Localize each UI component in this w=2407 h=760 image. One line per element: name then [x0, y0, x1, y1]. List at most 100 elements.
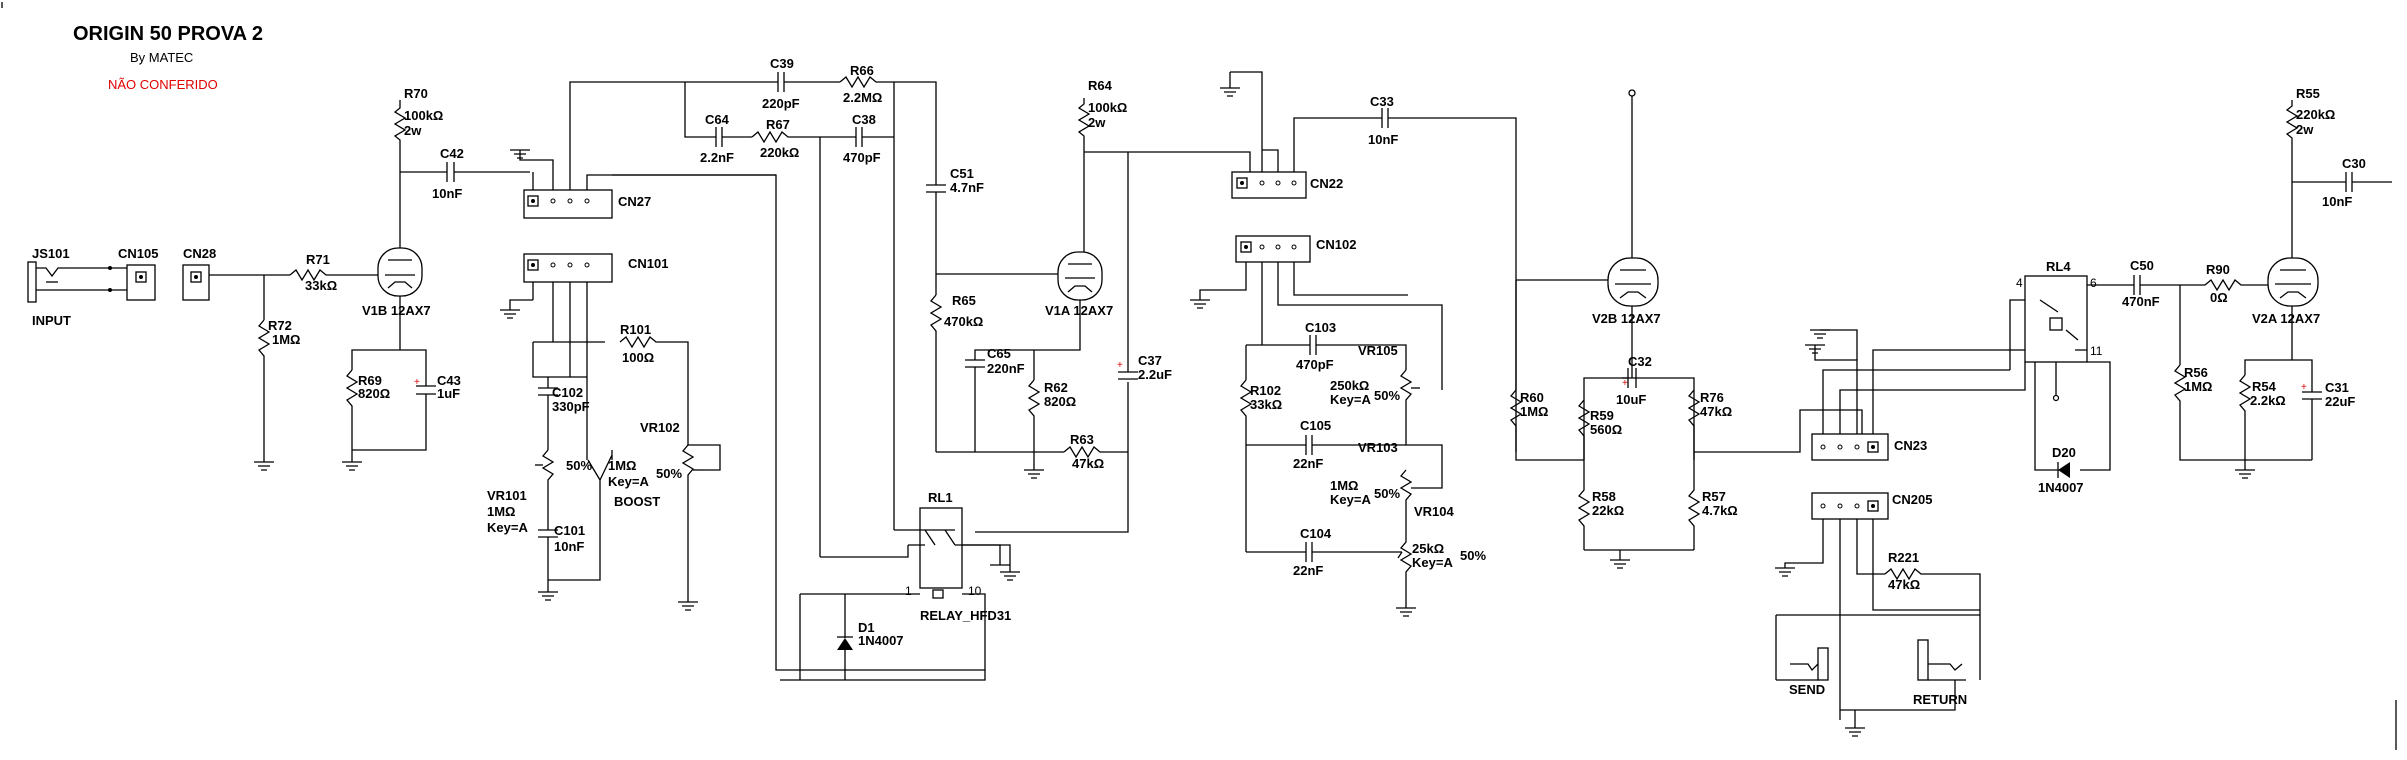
r64-ref: R64 — [1088, 78, 1113, 93]
c39-value: 220pF — [762, 96, 800, 111]
r76-ref: R76 — [1700, 390, 1724, 405]
rl4-ref: RL4 — [2046, 259, 2071, 274]
c43-value: 1uF — [437, 386, 460, 401]
vr103-value: 1MΩ — [1330, 478, 1358, 493]
cn205-label: CN205 — [1892, 492, 1932, 507]
ground-symbol — [678, 590, 698, 611]
connector-cn27 — [523, 189, 613, 219]
connector-cn205 — [1811, 492, 1889, 520]
resistor-r70 — [393, 100, 407, 172]
r66-value: 2.2MΩ — [843, 90, 882, 105]
c51-value: 4.7nF — [950, 180, 984, 195]
capacitor-c51 — [926, 184, 946, 274]
c31-value: 22uF — [2325, 394, 2355, 409]
resistor-r63 — [1063, 445, 1128, 459]
vr104-key: Key=A — [1412, 555, 1453, 570]
capacitor-c103 — [1306, 335, 1407, 370]
vr101-pct: 50% — [566, 458, 592, 473]
tube-v2b — [1607, 257, 1659, 307]
cn105-label: CN105 — [118, 246, 158, 261]
boost-switch — [599, 450, 613, 481]
rl4-pin4: 4 — [2016, 276, 2023, 290]
c105-ref: C105 — [1300, 418, 1331, 433]
svg-text:+: + — [414, 377, 420, 388]
r55-power: 2w — [2296, 122, 2314, 137]
r67-ref: R67 — [766, 117, 790, 132]
ground-symbol — [2235, 469, 2255, 479]
c64-ref: C64 — [705, 112, 730, 127]
capacitor-c101 — [538, 520, 558, 580]
c37-ref: C37 — [1138, 353, 1162, 368]
c104-ref: C104 — [1300, 526, 1332, 541]
r72-ref: R72 — [268, 318, 292, 333]
c101-value: 10nF — [554, 539, 584, 554]
capacitor-c65 — [965, 359, 985, 452]
r90-value: 0Ω — [2210, 290, 2228, 305]
c33-value: 10nF — [1368, 132, 1398, 147]
send-jack — [1776, 647, 1829, 681]
capacitor-c105 — [1302, 435, 1406, 455]
resistor-r54 — [2238, 374, 2252, 460]
vr102-key: Key=A — [608, 474, 649, 489]
d1-value: 1N4007 — [858, 633, 904, 648]
r63-value: 47kΩ — [1072, 456, 1104, 471]
r62-value: 820Ω — [1044, 394, 1076, 409]
vr101-key: Key=A — [487, 520, 528, 535]
c33-ref: C33 — [1370, 94, 1394, 109]
resistor-r62 — [1027, 379, 1041, 465]
r54-ref: R54 — [2252, 379, 2277, 394]
rl1-model: RELAY_HFD31 — [920, 608, 1011, 623]
d20-ref: D20 — [2052, 445, 2076, 460]
c102-value: 330pF — [552, 399, 590, 414]
r56-value: 1MΩ — [2184, 379, 2212, 394]
r57-ref: R57 — [1702, 489, 1726, 504]
r101-ref: R101 — [620, 322, 651, 337]
input-label: INPUT — [32, 313, 71, 328]
c30-ref: C30 — [2342, 156, 2366, 171]
c38-value: 470pF — [843, 150, 881, 165]
capacitor-c43 — [352, 370, 436, 451]
c50-value: 470nF — [2122, 294, 2160, 309]
ground-symbol — [1396, 600, 1416, 617]
c42-ref: C42 — [440, 146, 464, 161]
v1a-label: V1A 12AX7 — [1045, 303, 1113, 318]
vr103-pct: 50% — [1374, 486, 1400, 501]
ground-symbol — [1024, 465, 1044, 479]
resistor-r90 — [2180, 278, 2268, 292]
ground-symbol — [1805, 344, 1825, 354]
resistor-r55 — [2285, 100, 2299, 258]
input-jack-js101 — [27, 261, 112, 303]
cn28-label: CN28 — [183, 246, 216, 261]
d20-value: 1N4007 — [2038, 480, 2084, 495]
resistor-r76 — [1687, 389, 1701, 452]
r63-ref: R63 — [1070, 432, 1094, 447]
return-label: RETURN — [1913, 692, 1967, 707]
diode-d20 — [2057, 462, 2070, 478]
send-label: SEND — [1789, 682, 1825, 697]
ground-symbol — [1610, 559, 1630, 569]
c65-ref: C65 — [987, 346, 1011, 361]
resistor-r67 — [751, 130, 820, 144]
c65-value: 220nF — [987, 361, 1025, 376]
svg-text:+: + — [2301, 382, 2307, 393]
capacitor-c32 — [1622, 368, 1637, 388]
r102-value: 33kΩ — [1250, 397, 1282, 412]
r64-power: 2w — [1088, 115, 1106, 130]
c38-ref: C38 — [852, 112, 876, 127]
cn101-label: CN101 — [628, 256, 668, 271]
vr102-pct: 50% — [656, 466, 682, 481]
resistor-r66 — [839, 75, 894, 89]
capacitor-c50 — [2122, 275, 2180, 295]
rl1-pin1: 1 — [905, 584, 912, 598]
c104-value: 22nF — [1293, 563, 1323, 578]
resistor-r71 — [289, 268, 378, 282]
vr102-value: 1MΩ — [608, 458, 636, 473]
r102-ref: R102 — [1250, 383, 1281, 398]
r70-value: 100kΩ — [404, 108, 443, 123]
resistor-r65 — [929, 294, 943, 452]
v1b-label: V1B 12AX7 — [362, 303, 431, 318]
vr101-value: 1MΩ — [487, 504, 515, 519]
r65-value: 470kΩ — [944, 314, 983, 329]
r54-value: 2.2kΩ — [2250, 393, 2286, 408]
r57-value: 4.7kΩ — [1702, 503, 1738, 518]
